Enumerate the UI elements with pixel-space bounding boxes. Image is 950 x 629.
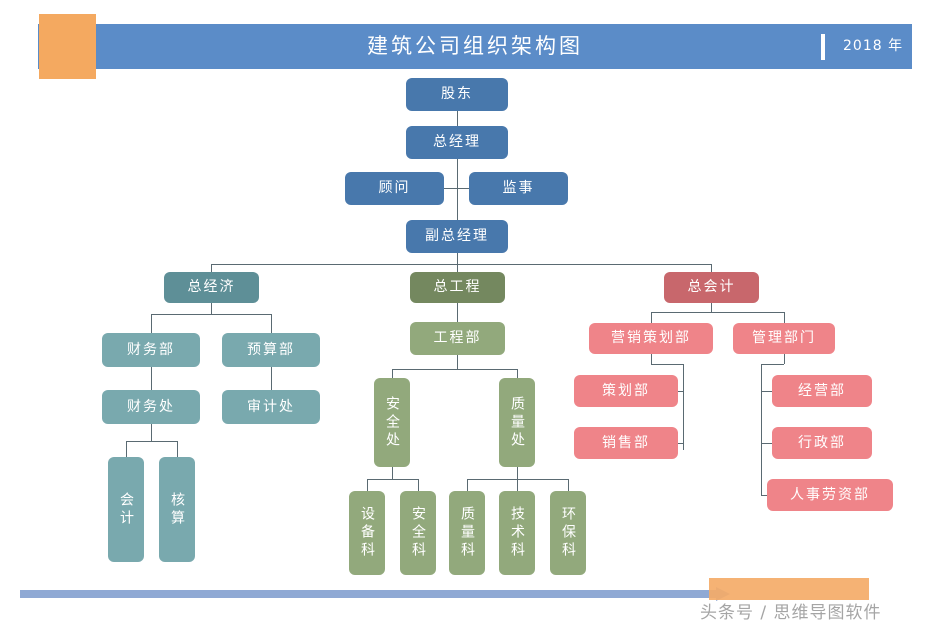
header-year-label: 2018 年 xyxy=(843,38,904,54)
connector-to-environment-section xyxy=(568,479,569,491)
node-marketing-planning-dept[interactable]: 营销策划部 xyxy=(589,323,713,354)
connector-marketing-down xyxy=(651,354,652,364)
connector-management-rail-top xyxy=(761,364,784,365)
node-quality-office[interactable]: 质量处 xyxy=(499,378,535,467)
node-chief-engineer[interactable]: 总工程 xyxy=(410,272,505,303)
connector-management-rail xyxy=(761,364,762,495)
connector-budget-audit xyxy=(271,366,272,390)
node-hr-payroll-dept[interactable]: 人事劳资部 xyxy=(767,479,893,511)
node-safety-office[interactable]: 安全处 xyxy=(374,378,410,467)
connector-advisor-stub xyxy=(444,188,457,189)
connector-to-safety-section xyxy=(418,479,419,491)
connector-economist-down xyxy=(211,302,212,314)
connector-bus-to-accountant xyxy=(711,264,712,274)
connector-to-finance-dept xyxy=(151,314,152,333)
page-title: 建筑公司组织架构图 xyxy=(367,34,583,58)
connector-management-down xyxy=(784,354,785,364)
connector-accountant-down xyxy=(711,302,712,312)
node-technical-section[interactable]: 技术科 xyxy=(499,491,535,575)
connector-safety-office-down xyxy=(392,467,393,479)
connector-quality-office-down xyxy=(517,467,518,479)
node-equipment-section[interactable]: 设备科 xyxy=(349,491,385,575)
node-accounting[interactable]: 会计 xyxy=(108,457,144,562)
header-orange-accent xyxy=(39,14,96,79)
node-sales-dept[interactable]: 销售部 xyxy=(574,427,678,459)
connector-to-accounting xyxy=(126,441,127,457)
node-planning-dept[interactable]: 策划部 xyxy=(574,375,678,407)
connector-bus-to-economist xyxy=(211,264,212,274)
node-chief-economist[interactable]: 总经济 xyxy=(164,272,259,303)
node-chief-accountant[interactable]: 总会计 xyxy=(664,272,759,303)
node-environment-section[interactable]: 环保科 xyxy=(550,491,586,575)
connector-finance-office-bus xyxy=(126,441,177,442)
connector-marketing-rail-top xyxy=(651,364,683,365)
header-bar: 建筑公司组织架构图 2018 年 xyxy=(38,24,912,69)
node-finance-dept[interactable]: 财务部 xyxy=(102,333,200,367)
node-budget-dept[interactable]: 预算部 xyxy=(222,333,320,367)
connector-to-quality-office xyxy=(517,369,518,378)
node-engineering-dept[interactable]: 工程部 xyxy=(410,322,505,355)
connector-accountant-bus xyxy=(651,312,784,313)
connector-to-technical-section xyxy=(517,479,518,491)
node-supervisor[interactable]: 监事 xyxy=(469,172,568,205)
node-advisor[interactable]: 顾问 xyxy=(345,172,444,205)
connector-economist-bus xyxy=(151,314,272,315)
node-safety-section[interactable]: 安全科 xyxy=(400,491,436,575)
connector-to-reckoning xyxy=(177,441,178,457)
connector-branch-bus xyxy=(211,264,711,265)
connector-to-quality-section xyxy=(467,479,468,491)
connector-shareholder-gm xyxy=(457,110,458,128)
connector-to-marketing-dept xyxy=(651,312,652,323)
footer-bar xyxy=(20,590,720,598)
connector-to-budget-dept xyxy=(271,314,272,333)
connector-rail-to-operations xyxy=(761,391,773,392)
connector-engdept-bus xyxy=(392,369,517,370)
connector-engdept-down xyxy=(457,355,458,369)
node-finance-office[interactable]: 财务处 xyxy=(102,390,200,424)
node-reckoning[interactable]: 核算 xyxy=(159,457,195,562)
connector-finance-office-down xyxy=(151,423,152,441)
node-audit-office[interactable]: 审计处 xyxy=(222,390,320,424)
header-divider xyxy=(821,34,825,60)
watermark-label: 头条号 / 思维导图软件 xyxy=(700,603,882,623)
node-deputy-general-manager[interactable]: 副总经理 xyxy=(406,220,508,253)
footer-orange-accent xyxy=(709,578,869,600)
connector-gm-deputy xyxy=(457,158,458,222)
connector-safety-office-bus xyxy=(367,479,418,480)
node-quality-section[interactable]: 质量科 xyxy=(449,491,485,575)
connector-to-safety-office xyxy=(392,369,393,378)
connector-rail-to-administration xyxy=(761,443,773,444)
connector-engineer-engdept xyxy=(457,302,458,322)
connector-deputy-down xyxy=(457,252,458,264)
connector-finance-dept-office xyxy=(151,366,152,390)
node-administration-dept[interactable]: 行政部 xyxy=(772,427,872,459)
connector-bus-to-engineer xyxy=(457,264,458,274)
node-general-manager[interactable]: 总经理 xyxy=(406,126,508,159)
connector-to-equipment-section xyxy=(367,479,368,491)
connector-to-management-dept xyxy=(784,312,785,323)
connector-marketing-rail xyxy=(683,364,684,450)
node-management-dept[interactable]: 管理部门 xyxy=(733,323,835,354)
connector-supervisor-stub xyxy=(457,188,470,189)
node-operations-dept[interactable]: 经营部 xyxy=(772,375,872,407)
node-shareholder[interactable]: 股东 xyxy=(406,78,508,111)
